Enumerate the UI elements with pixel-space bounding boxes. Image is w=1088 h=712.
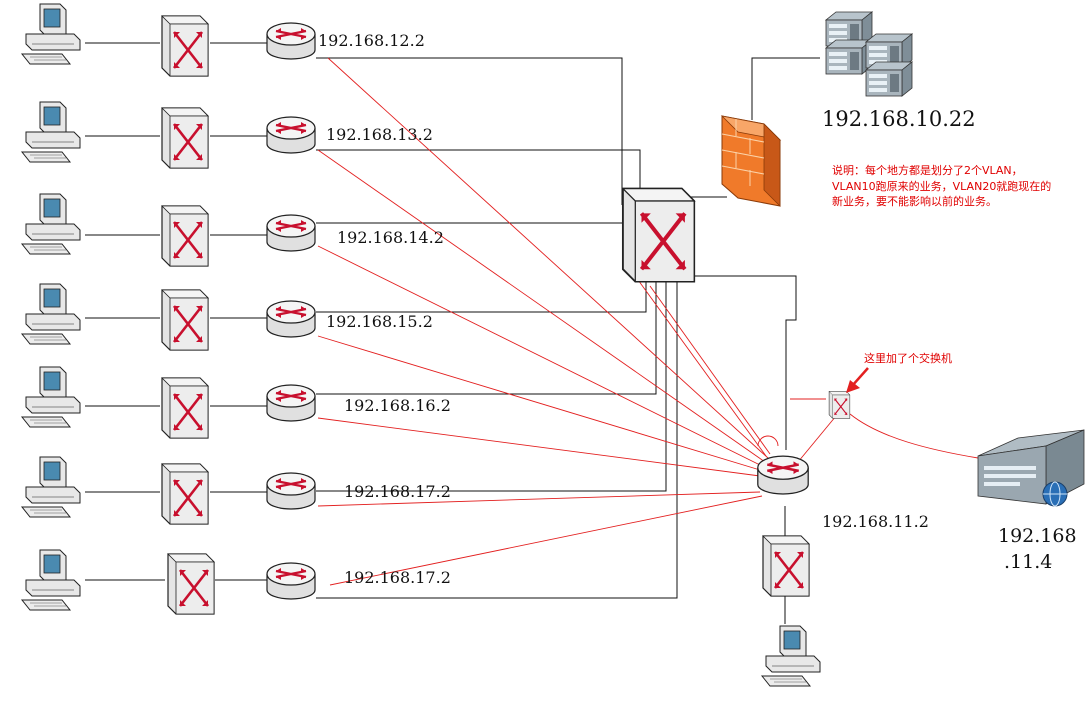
server-globe-icon — [977, 429, 1085, 507]
center-router-icon — [756, 454, 810, 496]
note-line: 新业务，要不能影响以前的业务。 — [832, 194, 997, 208]
switch-icon — [160, 462, 210, 526]
note-line: VLAN10跑原来的业务，VLAN20就跑现在的 — [832, 179, 1051, 193]
router-icon — [265, 299, 317, 339]
added-switch-note: 这里加了个交换机 — [864, 351, 952, 365]
vlan-links — [317, 57, 979, 586]
right-server-ip-line1: 192.168 — [998, 525, 1077, 547]
annotation-arrow-icon — [846, 367, 869, 393]
switch-icon — [761, 534, 811, 598]
branch-ip-label: 192.168.14.2 — [337, 228, 444, 247]
server-cluster-icon — [825, 11, 913, 97]
router-icon — [265, 21, 317, 61]
pc-icon — [21, 3, 81, 65]
branch-ip-label: 192.168.17.2 — [344, 482, 451, 501]
branch-ip-label: 192.168.12.2 — [318, 31, 425, 50]
pc-icon — [21, 549, 81, 611]
router-icon — [265, 213, 317, 253]
branch-ip-label: 192.168.15.2 — [326, 312, 433, 331]
pc-icon — [21, 366, 81, 428]
pc-icon — [21, 101, 81, 163]
center-router-ip-label: 192.168.11.2 — [822, 512, 929, 531]
firewall-icon — [720, 115, 782, 207]
wired-links — [85, 42, 820, 624]
switch-icon — [160, 204, 210, 268]
router-icon — [265, 115, 317, 155]
switch-icon — [166, 552, 216, 616]
pc-icon — [21, 193, 81, 255]
router-icon — [265, 471, 317, 511]
pc-icon — [21, 456, 81, 518]
pc-icon — [761, 625, 821, 687]
switch-icon — [160, 14, 210, 78]
pc-icon — [21, 283, 81, 345]
router-icon — [265, 383, 317, 423]
note-line: 说明：每个地方都是划分了2个VLAN， — [832, 163, 1023, 177]
core-switch-icon — [623, 189, 694, 282]
branch-ip-label: 192.168.16.2 — [344, 396, 451, 415]
branch-ip-label: 192.168.13.2 — [326, 125, 433, 144]
right-server-ip-line2: .11.4 — [1004, 551, 1052, 573]
switch-icon — [160, 288, 210, 352]
switch-icon — [160, 376, 210, 440]
router-icon — [265, 561, 317, 601]
added-switch-icon — [828, 390, 851, 419]
top-server-ip-label: 192.168.10.22 — [822, 107, 976, 131]
branch-ip-label: 192.168.17.2 — [344, 568, 451, 587]
switch-icon — [160, 106, 210, 170]
